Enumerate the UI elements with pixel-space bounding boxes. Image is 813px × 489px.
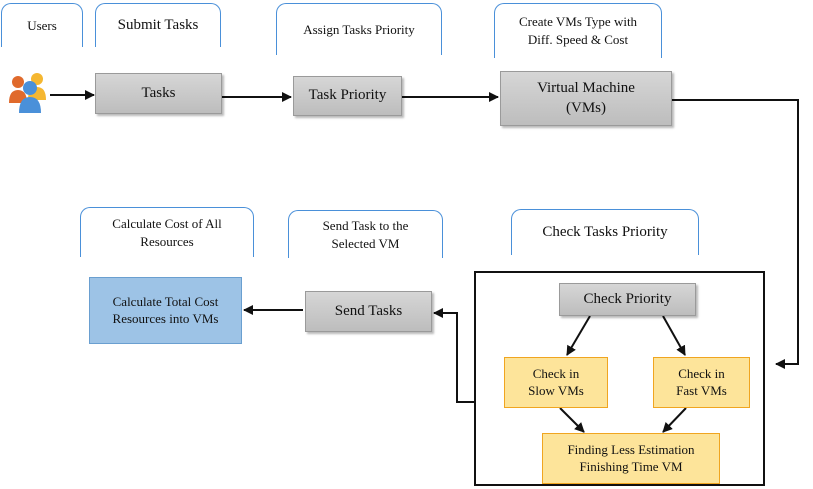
node-finding-less-estimation: Finding Less Estimation Finishing Time V…: [542, 433, 720, 484]
node-virtual-machine: Virtual Machine (VMs): [500, 71, 672, 126]
node-fast-line1: Check in: [678, 365, 725, 381]
note-check-tasks-priority-text: Check Tasks Priority: [542, 224, 668, 241]
node-fast-line2: Fast VMs: [676, 382, 727, 398]
note-create-vms-line1: Create VMs Type with: [518, 14, 638, 30]
note-create-vms: Create VMs Type with Diff. Speed & Cost: [494, 3, 662, 58]
node-check-fast-vms: Check in Fast VMs: [653, 357, 750, 408]
node-slow-line1: Check in: [532, 365, 580, 381]
note-users: Users: [1, 3, 83, 47]
node-calc-total-line1: Calculate Total Cost: [112, 293, 219, 309]
node-check-priority: Check Priority: [559, 283, 696, 316]
node-check-priority-label: Check Priority: [583, 290, 672, 307]
note-send-task: Send Task to the Selected VM: [288, 210, 443, 258]
note-users-text: Users: [27, 17, 57, 33]
node-send-tasks-label: Send Tasks: [334, 302, 403, 319]
node-send-tasks: Send Tasks: [305, 291, 432, 332]
node-task-priority-label: Task Priority: [308, 87, 387, 104]
node-calculate-total-cost: Calculate Total Cost Resources into VMs: [89, 277, 242, 344]
arrow-slow-to-finding: [559, 407, 585, 433]
users-group-icon: [9, 73, 46, 113]
arrow-check-to-slow: [566, 315, 591, 356]
node-tasks: Tasks: [95, 73, 222, 114]
note-check-tasks-priority: Check Tasks Priority: [511, 209, 699, 255]
note-calc-cost-line1: Calculate Cost of All: [112, 215, 222, 231]
note-send-task-line1: Send Task to the: [322, 217, 409, 233]
note-create-vms-line2: Diff. Speed & Cost: [527, 32, 629, 47]
arrow-vm-to-check-block: [672, 99, 799, 369]
node-check-slow-vms: Check in Slow VMs: [504, 357, 608, 408]
node-tasks-label: Tasks: [141, 84, 176, 101]
note-calculate-cost: Calculate Cost of All Resources: [80, 207, 254, 257]
node-finding-line2: Finishing Time VM: [579, 458, 683, 474]
node-calc-total-line2: Resources into VMs: [112, 310, 219, 326]
node-vm-line1: Virtual Machine: [537, 80, 635, 96]
node-task-priority: Task Priority: [293, 76, 402, 116]
note-calc-cost-line2: Resources: [140, 233, 194, 249]
note-assign-priority: Assign Tasks Priority: [276, 3, 442, 55]
arrow-fast-to-finding: [662, 407, 687, 433]
node-finding-line1: Finding Less Estimation: [567, 441, 695, 457]
note-submit-tasks: Submit Tasks: [95, 3, 221, 47]
check-priority-block: [474, 271, 765, 486]
note-submit-tasks-text: Submit Tasks: [117, 17, 199, 34]
arrow-block-to-send-tasks: [433, 308, 474, 403]
note-assign-priority-text: Assign Tasks Priority: [303, 21, 415, 37]
node-slow-line2: Slow VMs: [528, 382, 584, 398]
node-vm-line2: (VMs): [566, 99, 606, 116]
arrow-check-to-fast: [662, 315, 686, 356]
note-send-task-line2: Selected VM: [331, 235, 400, 251]
